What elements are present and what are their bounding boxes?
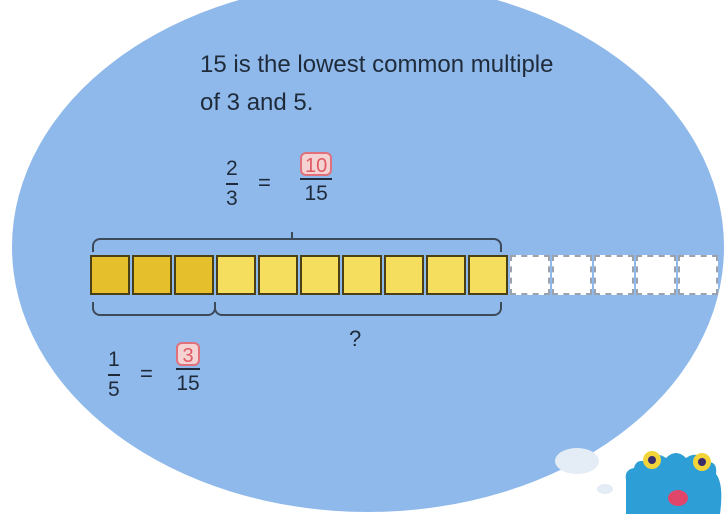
fraction-denominator: 3 (226, 187, 238, 210)
equals-sign: = (140, 361, 153, 386)
fraction-bar (108, 374, 120, 376)
fraction-denominator: 15 (176, 372, 200, 395)
strip-cell-empty (552, 255, 592, 295)
bracket-tip (291, 232, 299, 240)
fraction-three-fifteenths: 3 15 (176, 342, 200, 396)
strip-cell-light (300, 255, 340, 295)
strip-cell-light (258, 255, 298, 295)
bracket-remaining (214, 302, 502, 316)
strip-cell-light (468, 255, 508, 295)
fraction-bar (226, 183, 238, 185)
answer-box-numerator: 3 (176, 342, 200, 367)
strip-cell-light (342, 255, 382, 295)
strip-cell-light (426, 255, 466, 295)
strip-cell-empty (510, 255, 550, 295)
strip-cell-light (384, 255, 424, 295)
fraction-two-thirds: 2 3 (226, 157, 238, 211)
strip-cell-empty (678, 255, 718, 295)
fraction-denominator: 5 (108, 378, 120, 401)
strip-cell-empty (594, 255, 634, 295)
fraction-ten-fifteenths: 10 15 (300, 152, 333, 206)
thought-bubble-tail-small (597, 484, 613, 494)
bracket-one-fifth (92, 302, 216, 316)
bracket-two-thirds (92, 238, 502, 252)
unknown-label: ? (349, 326, 362, 351)
strip-cell-dark (90, 255, 130, 295)
fraction-numerator: 2 (226, 157, 238, 180)
fraction-denominator: 15 (304, 182, 328, 205)
strip-cell-light (216, 255, 256, 295)
fraction-one-fifth: 1 5 (108, 348, 120, 402)
strip-cell-dark (132, 255, 172, 295)
thought-bubble-tail (555, 448, 599, 474)
fraction-bar (300, 178, 333, 180)
fraction-bar (176, 368, 200, 370)
fraction-strip (89, 252, 719, 298)
monster-mascot-icon (625, 451, 722, 514)
equals-sign: = (258, 170, 271, 195)
strip-cell-dark (174, 255, 214, 295)
answer-box-numerator: 10 (300, 152, 333, 177)
fraction-numerator: 1 (108, 348, 120, 371)
strip-cell-empty (636, 255, 676, 295)
caption-text: 15 is the lowest common multiple of 3 an… (200, 51, 554, 116)
